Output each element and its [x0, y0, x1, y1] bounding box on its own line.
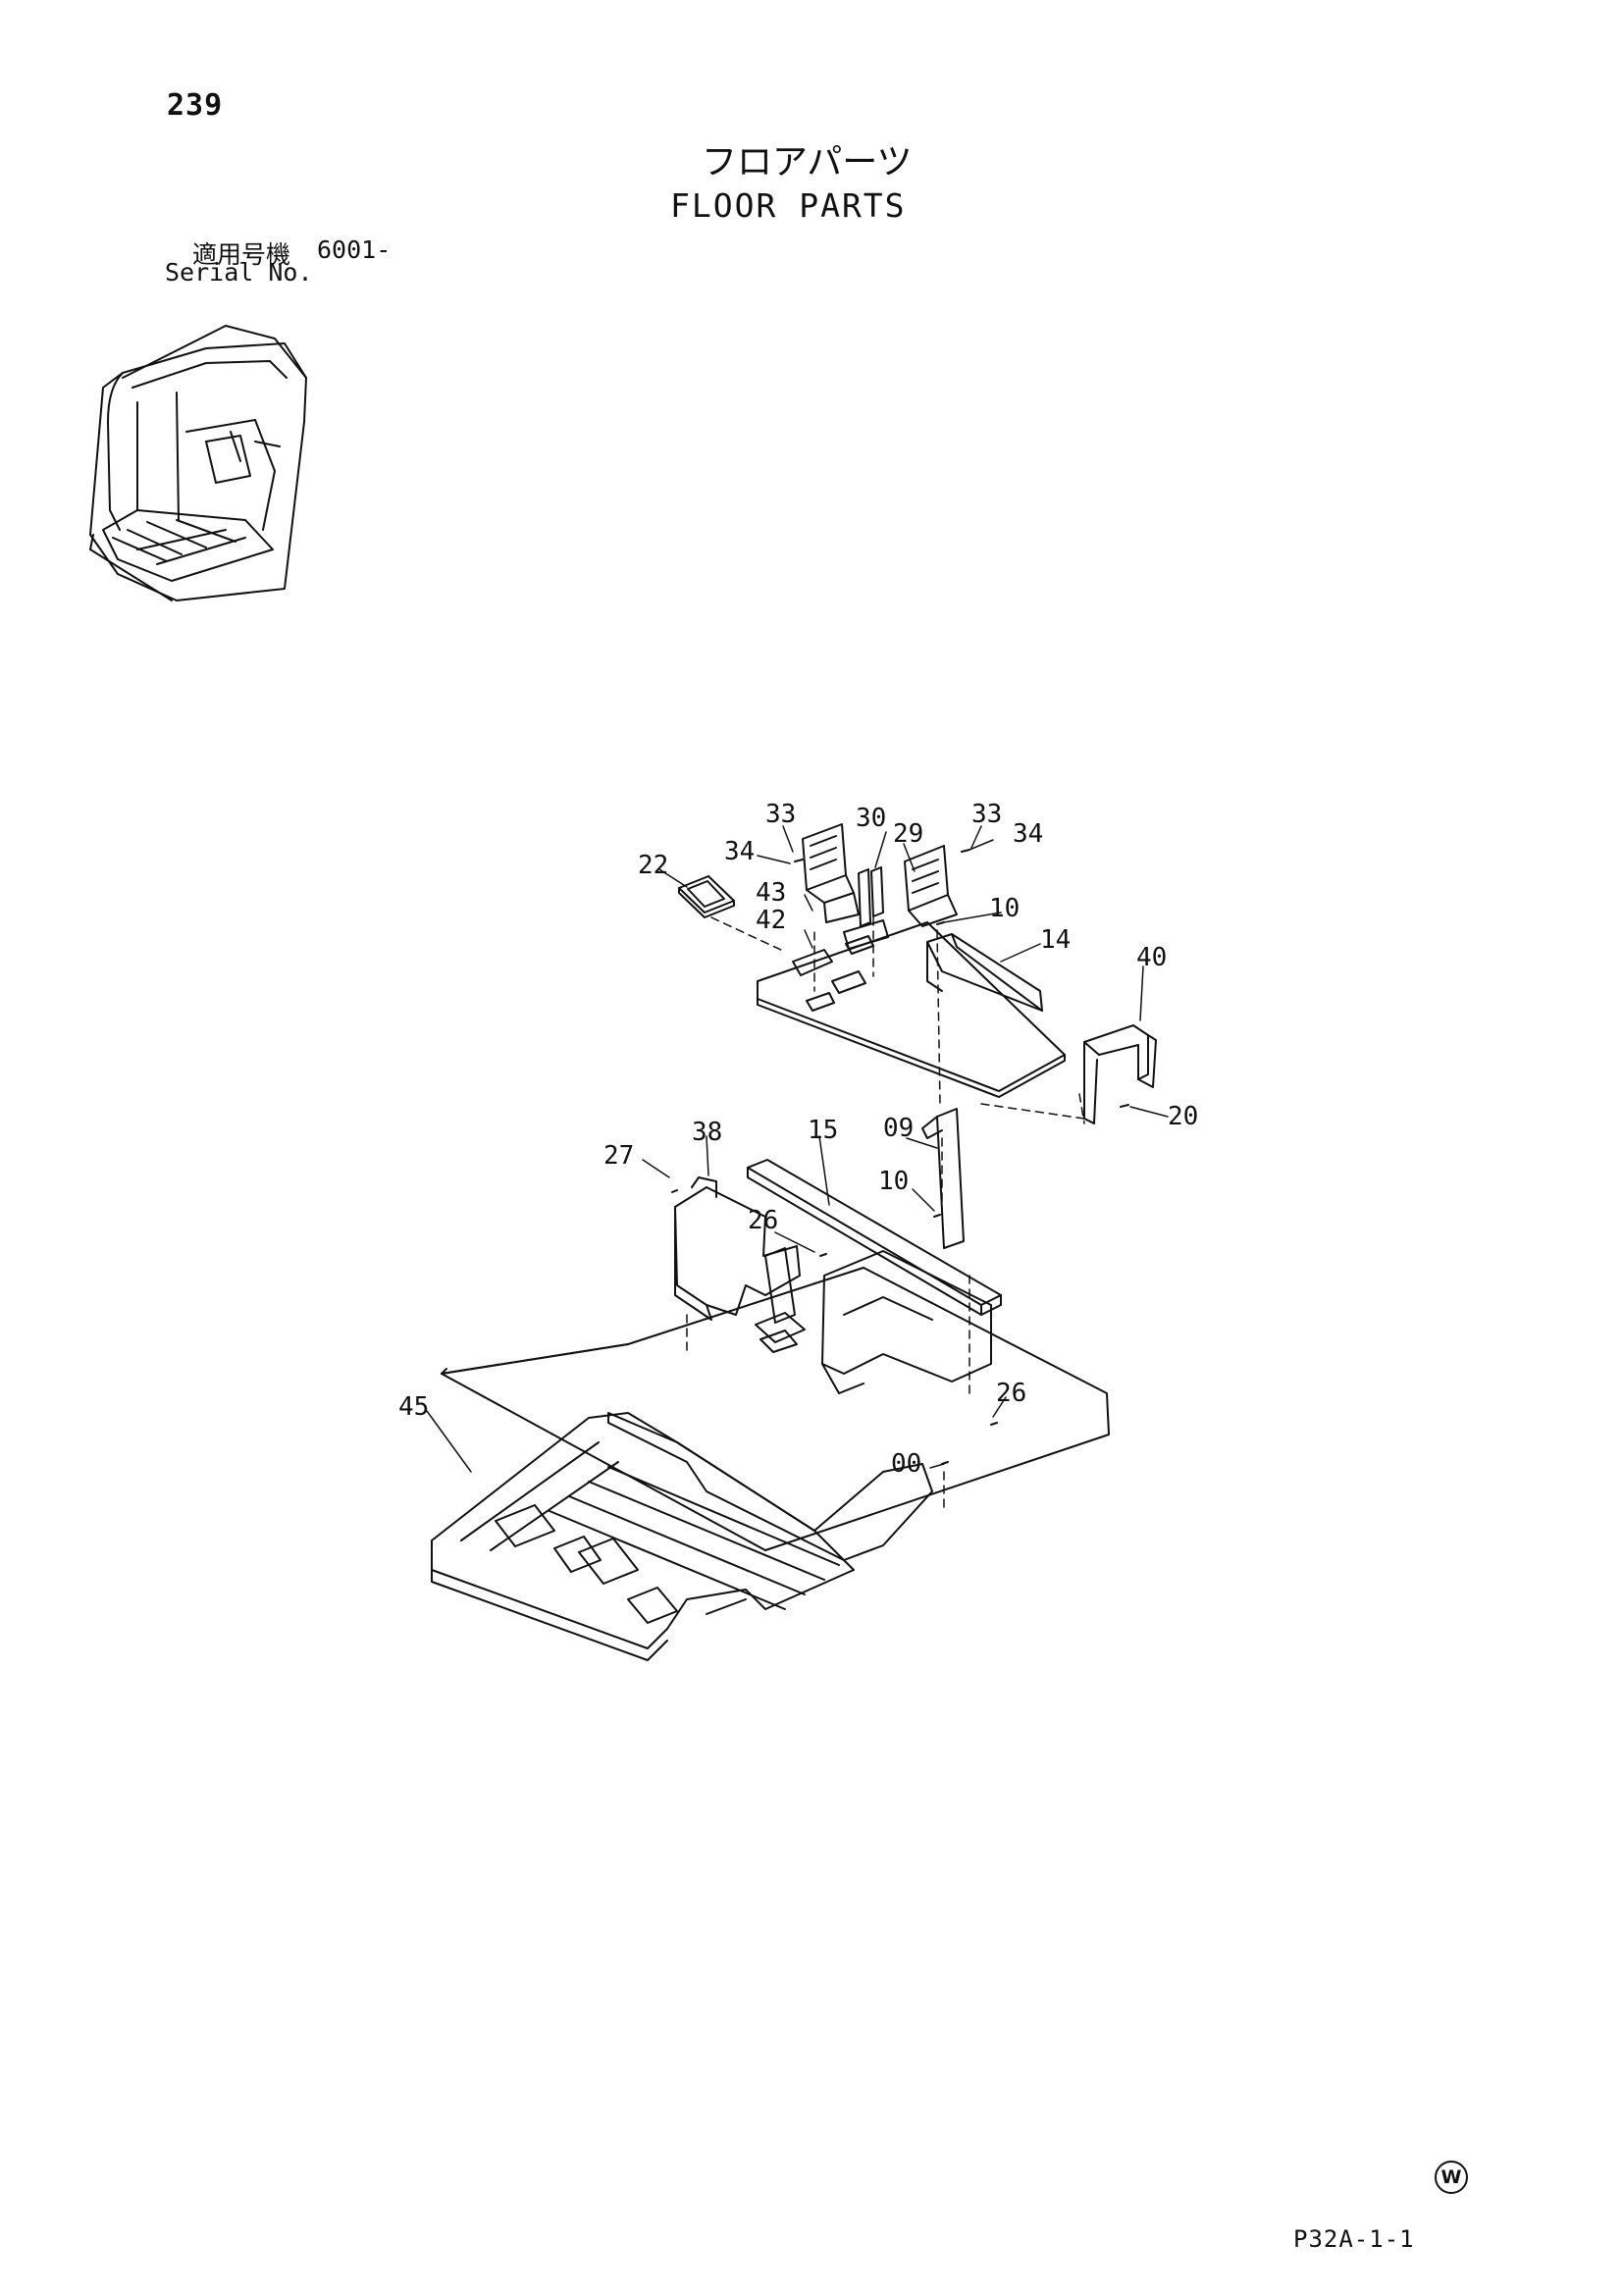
part-26-post [755, 1247, 806, 1353]
page-code: P32A-1-1 [1293, 2225, 1415, 2253]
callout-labels: 33 30 29 33 34 34 22 43 10 42 14 40 20 3… [398, 800, 1198, 1479]
w-mark-icon: W [1435, 2161, 1468, 2194]
callout-09: 09 [883, 1114, 914, 1143]
page-title-japanese: フロアパーツ [702, 142, 913, 183]
callout-15: 15 [808, 1116, 838, 1145]
part-29-30-posts [843, 866, 889, 950]
fastener-bolts [671, 849, 1129, 1465]
serial-label-japanese: 適用号機 [192, 240, 291, 269]
serial-value: 6001- [317, 235, 392, 264]
callout-10: 10 [878, 1167, 909, 1196]
callout-10: 10 [989, 894, 1020, 923]
callout-33: 33 [971, 800, 1002, 829]
callout-22: 22 [638, 851, 668, 880]
callout-27: 27 [603, 1141, 634, 1171]
part-33-bracket-right [904, 845, 958, 927]
callout-20: 20 [1168, 1102, 1198, 1131]
callout-00: 00 [891, 1449, 921, 1479]
serial-label-english: Serial No. [165, 258, 313, 287]
callout-40: 40 [1136, 943, 1167, 972]
callout-29: 29 [893, 819, 923, 849]
callout-26: 26 [996, 1379, 1026, 1408]
part-22-gasket [678, 875, 735, 918]
console-side-wall [821, 1250, 992, 1394]
part-14-bracket [926, 933, 1043, 1012]
cab-overview-illustration [89, 325, 307, 601]
callout-42: 42 [756, 906, 786, 935]
assembly-dashed-lines [686, 916, 1085, 1512]
part-15-rail [747, 1159, 1002, 1316]
part-40-bracket [1083, 1024, 1157, 1124]
page-number: 239 [167, 88, 224, 123]
callout-14: 14 [1040, 925, 1071, 955]
callout-43: 43 [756, 878, 786, 908]
page-title-english: FLOOR PARTS [670, 186, 907, 225]
leader-lines [426, 825, 1169, 1473]
callout-34: 34 [1013, 819, 1043, 849]
callout-45: 45 [398, 1392, 429, 1422]
callout-33: 33 [765, 800, 796, 829]
part-45-floor-mat [431, 1412, 933, 1661]
upper-floor-plate [757, 921, 1066, 1098]
callout-30: 30 [856, 804, 886, 833]
base-floor-plate [441, 1267, 1110, 1551]
part-33-bracket-left [802, 823, 860, 923]
callout-38: 38 [692, 1118, 722, 1147]
part-09-stay [921, 1108, 965, 1249]
callout-26: 26 [748, 1206, 778, 1235]
callout-34: 34 [724, 837, 755, 866]
part-38-cover [674, 1176, 801, 1321]
